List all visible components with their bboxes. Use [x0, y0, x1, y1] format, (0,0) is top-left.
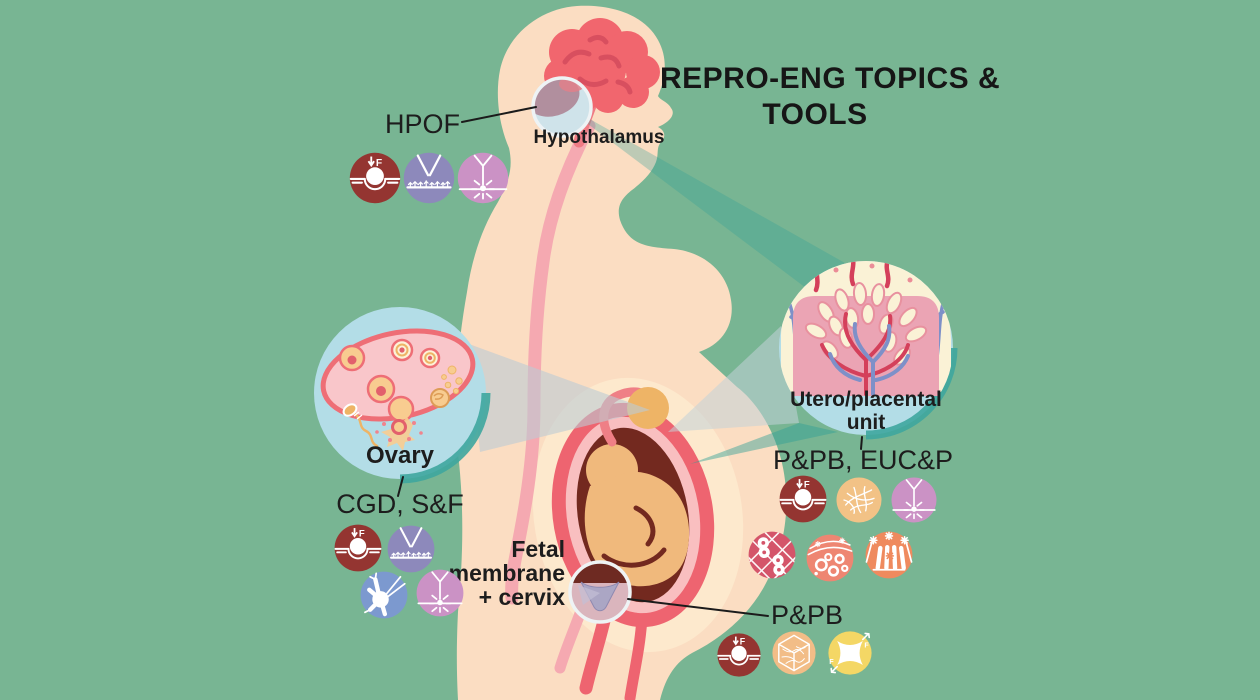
hpof-topic-label: HPOF: [384, 109, 460, 139]
vesicles-icon: [804, 532, 856, 584]
utero-placental-label: Utero/placental unit: [766, 388, 966, 434]
micropillar-cells-icon: [863, 529, 915, 581]
gel-cube-icon: [770, 629, 818, 677]
brain: [544, 18, 660, 113]
ovary-on-body: [627, 387, 669, 429]
electro-stimulation-icon: [455, 150, 511, 206]
utero-leader-line: [860, 436, 863, 450]
hypothalamus-label: Hypothalamus: [533, 127, 665, 148]
page-title-line2: TOOLS: [762, 98, 868, 131]
cell-injection-icon: [358, 569, 410, 621]
hpof-leader-line: [461, 106, 537, 123]
cervix-leader-line: [627, 598, 769, 617]
ovary-illustration: [320, 328, 476, 451]
page-title: REPRO-ENG TOPICS & TOOLS: [660, 61, 1001, 133]
ovulating-egg: [375, 417, 423, 451]
fetal-membrane-label-line1: Fetal: [511, 536, 565, 562]
ppb-eucp-topic-label: P&PB, EUC&P: [772, 445, 954, 475]
utero-placental-label-line1: Utero/placental: [790, 388, 942, 411]
indentation-force-icon: [777, 473, 829, 525]
fiber-network-icon: [834, 475, 884, 525]
uterus: [551, 387, 715, 628]
utero-placental-label-line2: unit: [846, 411, 886, 434]
fetus: [584, 444, 690, 587]
ovary-leader-line: [397, 476, 404, 497]
sperm: [342, 403, 379, 448]
fetal-membrane-label-line2: membrane: [448, 560, 565, 586]
biaxial-stretch-icon: [826, 629, 874, 677]
cell-culture-probe-icon: [401, 150, 457, 206]
electro-stimulation-icon: [889, 475, 939, 525]
indentation-force-icon: [715, 631, 763, 679]
cervix-magnifier: [568, 560, 632, 624]
page-title-line1: REPRO-ENG TOPICS &: [660, 62, 1001, 95]
cells-on-mesh-icon: [746, 529, 798, 581]
fetal-membrane-label-line3: + cervix: [478, 584, 565, 610]
ovary-label: Ovary: [365, 442, 435, 469]
ovary-inset-circle: [314, 307, 491, 484]
indentation-force-icon: [347, 150, 403, 206]
ppb-topic-label: P&PB: [771, 600, 844, 630]
magnifier-beams: [469, 100, 845, 464]
fetal-membrane-label: Fetal membrane + cervix: [430, 537, 565, 609]
leader-lines: [397, 106, 863, 617]
electro-stimulation-icon: [414, 567, 466, 619]
cgd-sf-topic-label: CGD, S&F: [336, 489, 464, 519]
indentation-force-icon: [332, 522, 384, 574]
